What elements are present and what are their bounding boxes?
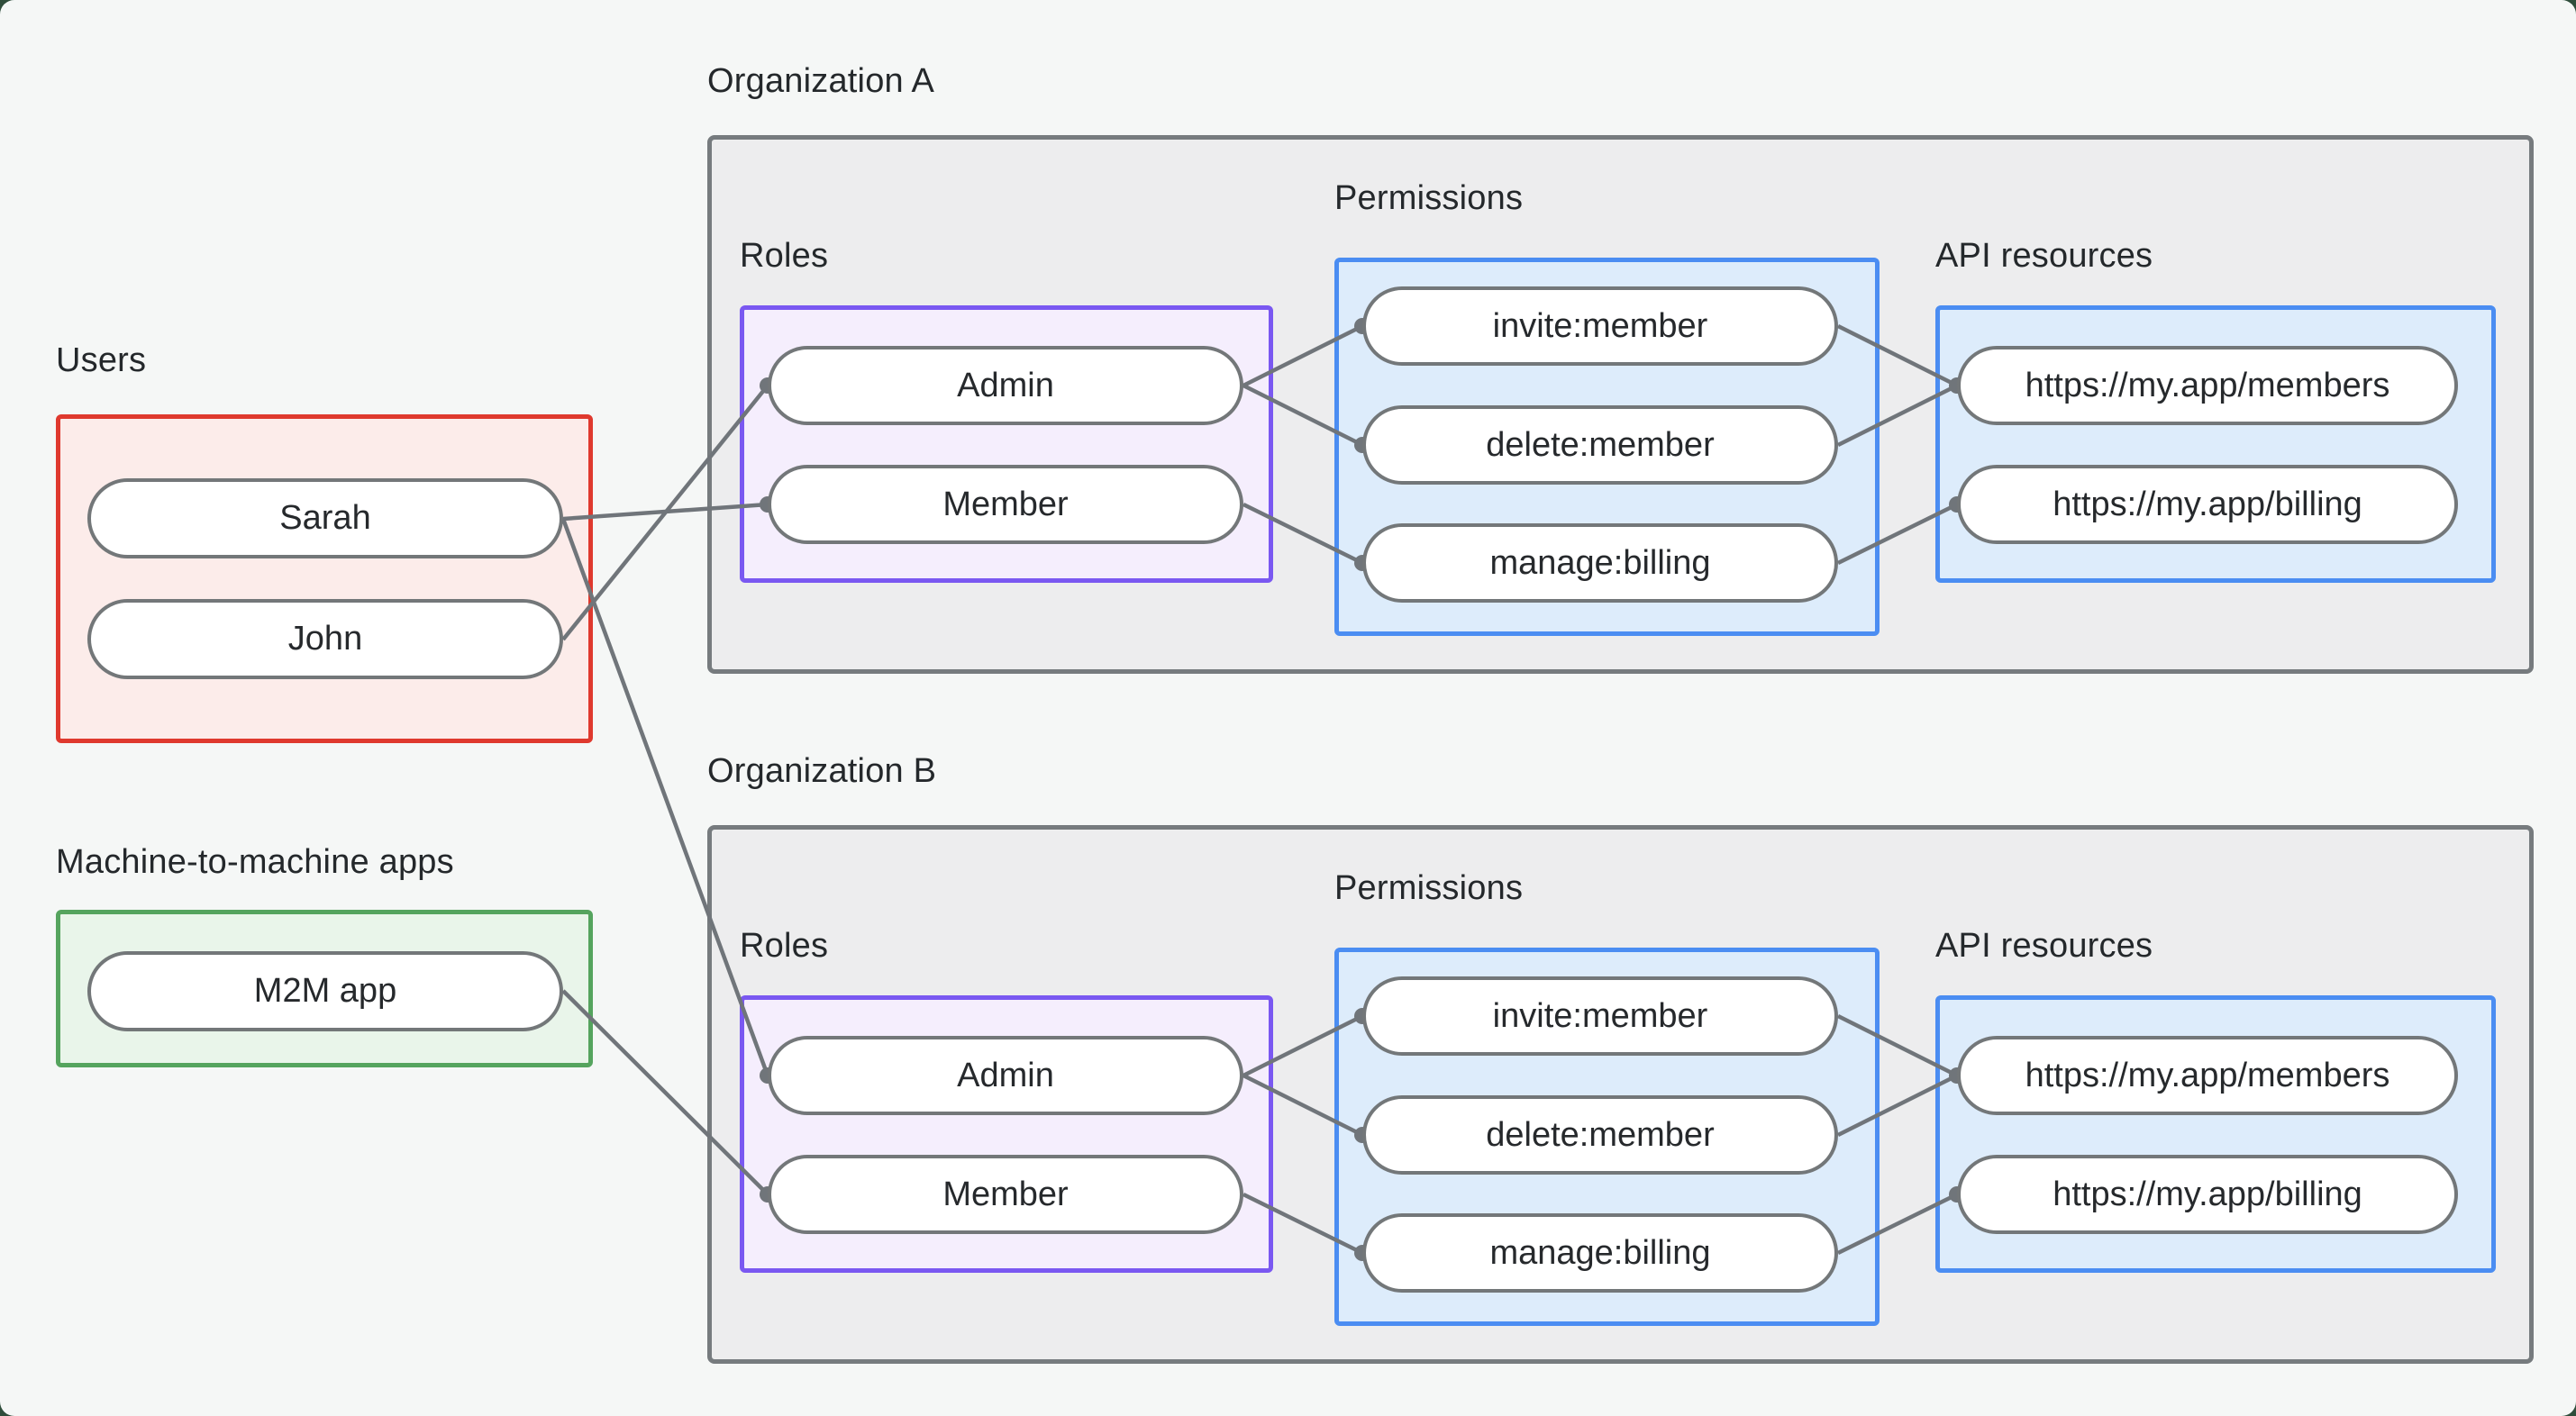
org-a-api-label: API resources [1935,237,2153,275]
user-pill-john: John [87,599,563,679]
org-a-roles-label: Roles [740,237,829,275]
org-a-api-members-pill: https://my.app/members [1957,346,2458,425]
org-a-permission-delete-pill: delete:member [1362,405,1838,485]
org-b-api-members-pill: https://my.app/members [1957,1036,2458,1115]
org-b-permission-invite-pill: invite:member [1362,976,1838,1056]
org-a-role-admin-pill: Admin [768,346,1243,425]
users-group-label: Users [56,341,147,379]
org-b-permission-delete-pill: delete:member [1362,1095,1838,1175]
m2m-app-pill: M2M app [87,951,563,1031]
org-a-permissions-label: Permissions [1334,179,1524,217]
org-b-permissions-label: Permissions [1334,869,1524,907]
users-group-box [56,414,593,743]
org-a-role-member-pill: Member [768,465,1243,544]
org-b-role-member-pill: Member [768,1155,1243,1234]
org-b-roles-label: Roles [740,927,829,965]
m2m-group-label: Machine-to-machine apps [56,843,454,881]
org-a-api-billing-pill: https://my.app/billing [1957,465,2458,544]
user-pill-sarah: Sarah [87,478,563,558]
org-b-title: Organization B [707,752,937,790]
org-a-permission-invite-pill: invite:member [1362,286,1838,366]
org-b-permission-billing-pill: manage:billing [1362,1213,1838,1293]
org-a-title: Organization A [707,62,935,100]
org-b-api-billing-pill: https://my.app/billing [1957,1155,2458,1234]
org-b-role-admin-pill: Admin [768,1036,1243,1115]
org-b-api-label: API resources [1935,927,2153,965]
org-a-permission-billing-pill: manage:billing [1362,523,1838,603]
